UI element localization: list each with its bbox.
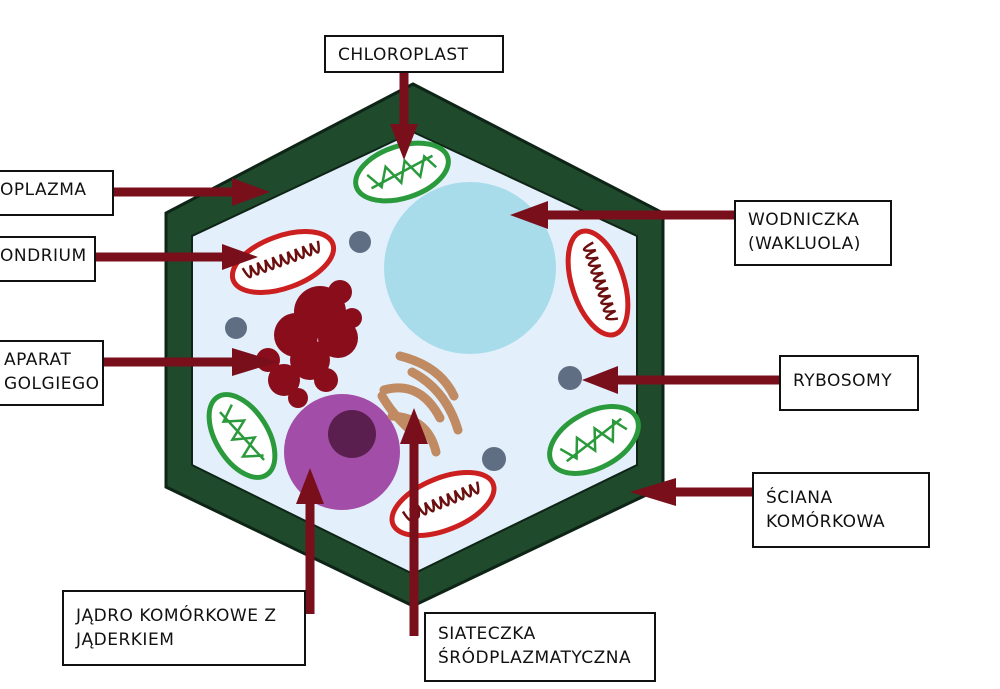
arrow-mitochondrion [95,244,258,270]
label-cell-wall-line2: KOMÓRKOWA [766,512,886,532]
arrow-chloroplast [390,70,418,160]
label-er: SIATECZKA ŚRÓDPLAZMATYCZNA [424,612,656,682]
label-golgi-line2: GOLGIEGO [4,374,100,394]
arrow-cytoplasm [113,178,270,206]
chloroplast [206,392,278,480]
arrow-er [400,408,428,636]
label-nucleus: JĄDRO KOMÓRKOWE Z JĄDERKIEM [62,590,306,666]
label-mitochondrion-text: ONDRIUM [0,246,87,266]
golgi-apparatus [256,280,362,408]
mitochondrion [229,229,337,295]
label-chloroplast-text: CHLOROPLAST [338,45,469,65]
label-golgi: APARAT GOLGIEGO [0,340,104,406]
label-ribosomes: RYBOSOMY [779,355,919,411]
arrow-nucleus [296,468,324,614]
label-cell-wall: ŚCIANA KOMÓRKOWA [752,472,930,548]
label-golgi-line1: APARAT [4,350,72,370]
label-vacuole: WODNICZKA (WAKLUOLA) [734,200,892,266]
label-cytoplasm-text: OPLAZMA [0,180,87,200]
label-cytoplasm: OPLAZMA [0,170,114,216]
label-chloroplast: CHLOROPLAST [324,35,504,73]
label-mitochondrion: ONDRIUM [0,236,96,282]
label-ribosomes-text: RYBOSOMY [793,371,893,391]
ribosome [482,447,506,471]
label-cell-wall-line1: ŚCIANA [766,488,833,508]
arrow-vacuole [510,201,735,229]
chloroplast [353,140,451,204]
label-nucleus-line2: JĄDERKIEM [76,630,175,650]
arrow-ribosomes [582,366,780,394]
ribosome [558,366,582,390]
label-nucleus-line1: JĄDRO KOMÓRKOWE Z [76,606,277,626]
nucleolus [328,410,376,458]
mitochondrion [565,228,631,338]
label-vacuole-line1: WODNICZKA [748,210,860,230]
vacuole [384,182,556,354]
arrow-cell-wall [630,478,754,506]
label-er-line2: ŚRÓDPLAZMATYCZNA [438,648,632,668]
arrow-golgi [103,348,278,376]
label-er-line1: SIATECZKA [438,624,536,644]
chloroplast [547,404,641,476]
ribosome [349,231,371,253]
ribosome [225,317,247,339]
label-vacuole-line2: (WAKLUOLA) [748,234,861,254]
pointer-arrows [95,70,780,636]
